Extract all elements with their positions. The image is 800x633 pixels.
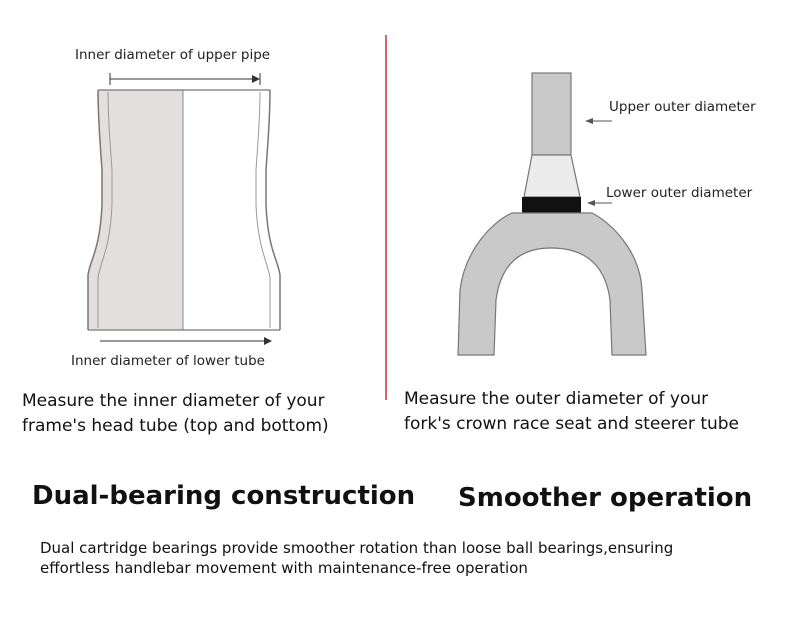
head-tube-right-wall: [265, 89, 281, 330]
left-caption: Measure the inner diameter of your frame…: [22, 389, 382, 439]
upper-pipe-arrow: [109, 73, 261, 85]
right-caption-line1: Measure the outer diameter of your: [404, 389, 709, 409]
steerer-tube: [531, 72, 572, 156]
fork-illustration: [457, 72, 647, 356]
lower-diameter-leader: [587, 200, 612, 206]
right-caption-line2: fork's crown race seat and steerer tube: [404, 414, 740, 434]
lower-tube-arrow: [100, 337, 272, 345]
heading-smoother-operation: Smoother operation: [458, 483, 753, 513]
fork-crown-legs: [457, 212, 647, 356]
head-tube-illustration: [87, 89, 281, 331]
label-inner-diameter-lower: Inner diameter of lower tube: [71, 353, 265, 369]
head-tube-right-inner-wall: [255, 91, 271, 328]
crown-race: [522, 197, 581, 213]
label-inner-diameter-upper: Inner diameter of upper pipe: [75, 47, 271, 63]
upper-diameter-leader: [585, 118, 612, 124]
head-tube-left-inner-wall: [97, 91, 113, 328]
head-tube-shaded-half: [88, 90, 183, 330]
tapered-section: [523, 154, 581, 198]
left-caption-line2: frame's head tube (top and bottom): [22, 416, 329, 436]
left-caption-line1: Measure the inner diameter of your: [22, 391, 325, 411]
head-tube-left-wall: [87, 89, 103, 330]
description-line2: effortless handlebar movement with maint…: [40, 559, 528, 577]
description-text: Dual cartridge bearings provide smoother…: [40, 538, 780, 578]
label-lower-outer-diameter: Lower outer diameter: [606, 185, 753, 201]
heading-dual-bearing: Dual-bearing construction: [32, 481, 416, 511]
description-line1: Dual cartridge bearings provide smoother…: [40, 539, 674, 557]
label-upper-outer-diameter: Upper outer diameter: [609, 99, 756, 115]
right-caption: Measure the outer diameter of your fork'…: [404, 387, 794, 437]
